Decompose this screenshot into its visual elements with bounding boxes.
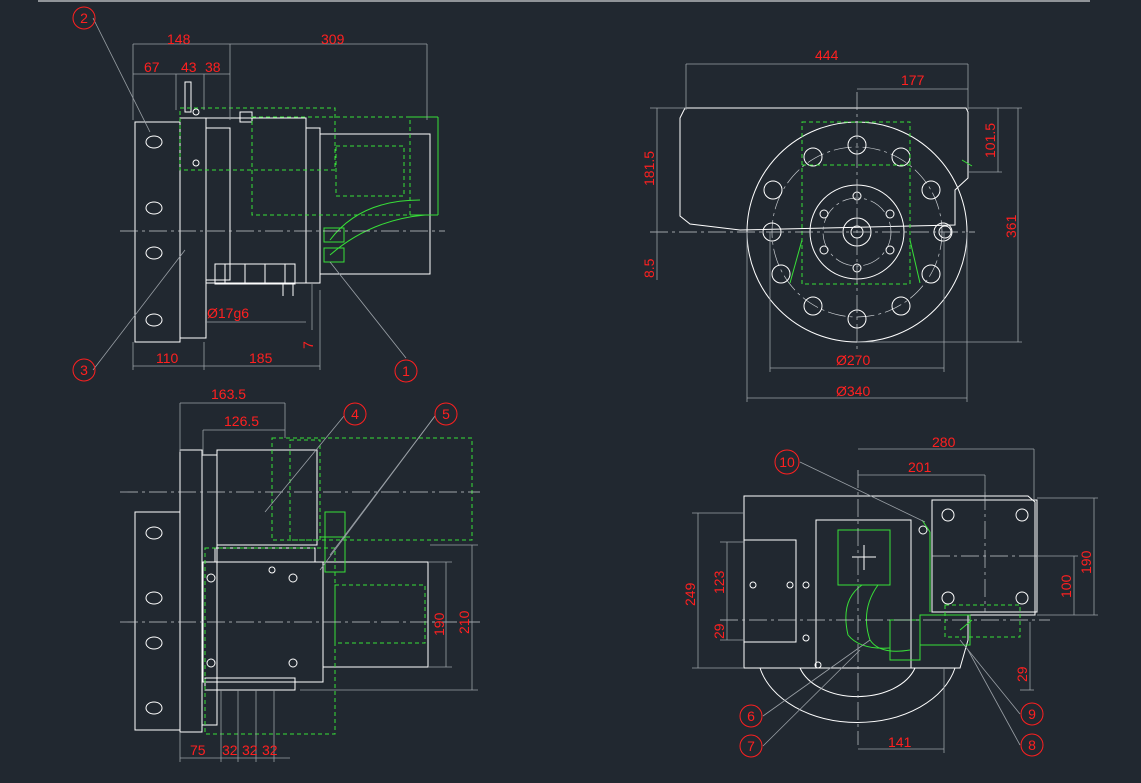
dim-280: 280 bbox=[932, 434, 956, 450]
dim-181-5: 181.5 bbox=[641, 151, 657, 186]
front-view-bottom-dimensions: 280 201 190 249 123 29 100 29 141 bbox=[682, 434, 1098, 753]
dim-190: 190 bbox=[431, 612, 447, 636]
balloon-3-label: 3 bbox=[80, 362, 88, 378]
dim-75: 75 bbox=[190, 742, 206, 758]
balloon-4[interactable]: 4 bbox=[343, 402, 367, 426]
dim-126-5: 126.5 bbox=[224, 413, 259, 429]
dim-29-b: 29 bbox=[1014, 666, 1030, 682]
dim-32-a: 32 bbox=[222, 742, 238, 758]
dim-201: 201 bbox=[908, 459, 932, 475]
dim-141: 141 bbox=[888, 734, 912, 750]
balloon-9-label: 9 bbox=[1028, 706, 1036, 722]
balloon-2-label: 2 bbox=[80, 10, 88, 26]
front-view-bottom[interactable] bbox=[720, 470, 1050, 745]
balloon-8[interactable]: 8 bbox=[1020, 733, 1044, 757]
balloon-6-label: 6 bbox=[747, 708, 755, 724]
balloon-8-label: 8 bbox=[1028, 737, 1036, 753]
dim-32-c: 32 bbox=[262, 742, 278, 758]
dim-177: 177 bbox=[901, 72, 925, 88]
dim-163-5: 163.5 bbox=[211, 386, 246, 402]
dim-110: 110 bbox=[156, 350, 179, 366]
dim-210: 210 bbox=[456, 610, 472, 634]
dim-190-b: 190 bbox=[1078, 550, 1094, 574]
balloon-9[interactable]: 9 bbox=[1020, 702, 1044, 726]
balloon-2[interactable]: 2 bbox=[72, 6, 96, 30]
balloon-4-label: 4 bbox=[351, 406, 359, 422]
dim-123: 123 bbox=[711, 570, 727, 594]
balloon-7-label: 7 bbox=[747, 738, 755, 754]
side-view-top-dimensions: 148 309 67 43 38 110 185 Ø17g6 7 bbox=[132, 31, 428, 370]
dim-diameter-340: Ø340 bbox=[836, 383, 870, 399]
side-view-bottom-dimensions: 163.5 126.5 190 210 75 32 32 32 bbox=[179, 386, 478, 762]
leader-lines bbox=[92, 17, 1021, 747]
dim-shaft-diameter: Ø17g6 bbox=[207, 305, 249, 321]
dim-29-a: 29 bbox=[711, 623, 727, 639]
side-view-top[interactable] bbox=[120, 81, 445, 343]
dim-32-b: 32 bbox=[242, 742, 258, 758]
balloon-5-label: 5 bbox=[442, 406, 450, 422]
dim-43: 43 bbox=[181, 59, 197, 75]
dim-67: 67 bbox=[144, 59, 160, 75]
balloon-6[interactable]: 6 bbox=[739, 704, 763, 728]
side-view-bottom[interactable] bbox=[120, 437, 480, 735]
dim-309: 309 bbox=[321, 31, 345, 47]
balloon-7[interactable]: 7 bbox=[739, 734, 763, 758]
flange-plate bbox=[134, 121, 181, 343]
dim-diameter-270: Ø270 bbox=[836, 352, 870, 368]
balloon-3[interactable]: 3 bbox=[72, 358, 96, 382]
balloon-1-label: 1 bbox=[402, 363, 410, 379]
front-view-top[interactable] bbox=[650, 92, 975, 350]
balloon-5[interactable]: 5 bbox=[434, 402, 458, 426]
dim-101-5: 101.5 bbox=[982, 123, 998, 158]
dim-148: 148 bbox=[167, 31, 191, 47]
dim-100: 100 bbox=[1058, 574, 1074, 598]
dim-38: 38 bbox=[205, 59, 221, 75]
balloon-1[interactable]: 1 bbox=[394, 359, 418, 383]
dim-249: 249 bbox=[682, 582, 698, 606]
dim-361: 361 bbox=[1003, 214, 1019, 238]
balloon-10-label: 10 bbox=[779, 454, 795, 470]
dim-185: 185 bbox=[249, 350, 273, 366]
dim-8-5: 8.5 bbox=[641, 258, 657, 278]
dim-7: 7 bbox=[300, 341, 316, 349]
dim-444: 444 bbox=[815, 47, 839, 63]
front-view-top-dimensions: 444 177 181.5 101.5 361 8.5 Ø270 Ø340 bbox=[641, 47, 1022, 402]
balloon-10[interactable]: 10 bbox=[774, 449, 800, 475]
